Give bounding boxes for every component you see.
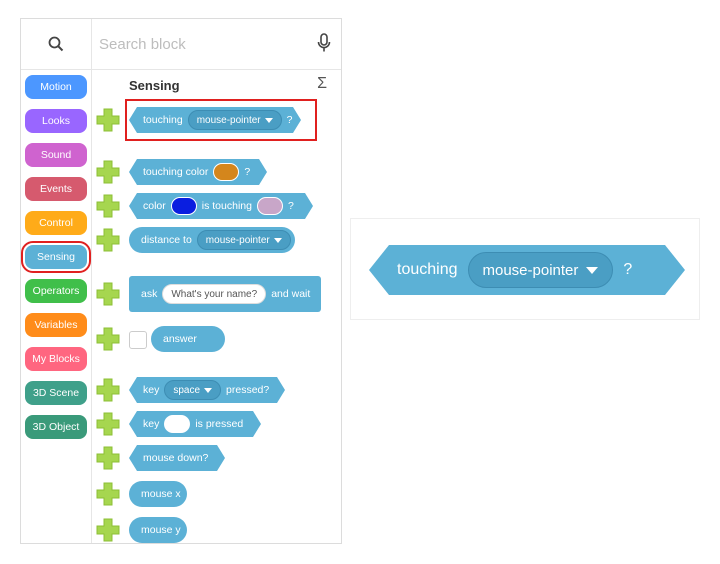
- add-block-icon[interactable]: [95, 193, 121, 219]
- key-input[interactable]: [164, 415, 190, 433]
- block-distance-to[interactable]: distance to mouse-pointer: [129, 227, 295, 253]
- add-block-icon[interactable]: [95, 445, 121, 471]
- category-operators[interactable]: Operators: [25, 279, 87, 303]
- add-block-icon[interactable]: [95, 411, 121, 437]
- answer-checkbox[interactable]: [129, 331, 147, 349]
- key-menu[interactable]: space: [164, 380, 221, 400]
- zoomed-block-view: touching mouse-pointer ?: [350, 218, 700, 320]
- chevron-down-icon: [273, 237, 282, 243]
- block-mouse-y[interactable]: mouse y: [129, 517, 187, 543]
- highlight-box: [125, 99, 317, 141]
- block-text: touching: [143, 114, 183, 126]
- block-touching-color[interactable]: touching color ?: [129, 159, 267, 185]
- color-swatch-1[interactable]: [171, 197, 197, 215]
- search-button[interactable]: [21, 19, 92, 69]
- blocks-area: Sensing Σ touching mouse-pointer ? touch…: [93, 69, 341, 543]
- search-input[interactable]: [99, 31, 299, 57]
- block-text: touching color: [143, 166, 209, 178]
- block-text: mouse x: [141, 488, 181, 500]
- block-text-tail: pressed?: [226, 384, 270, 396]
- block-text-tail: is pressed: [195, 418, 244, 430]
- block-text: ask: [141, 288, 158, 300]
- add-block-icon[interactable]: [95, 107, 121, 133]
- block-text: key: [143, 384, 160, 396]
- block-text: key: [143, 418, 160, 430]
- distance-menu[interactable]: mouse-pointer: [196, 230, 291, 250]
- category-events[interactable]: Events: [25, 177, 87, 201]
- search-row: [21, 19, 341, 70]
- chevron-down-icon: [586, 267, 598, 274]
- zoom-block-text: touching: [397, 261, 458, 278]
- add-block-icon[interactable]: [95, 377, 121, 403]
- zoom-touching-menu: mouse-pointer: [468, 252, 614, 288]
- category-3d-scene[interactable]: 3D Scene: [25, 381, 87, 405]
- block-key-pressed[interactable]: key space pressed?: [129, 377, 285, 403]
- block-mouse-x[interactable]: mouse x: [129, 481, 187, 507]
- zoom-block-question: ?: [623, 261, 633, 278]
- block-question: ?: [286, 114, 293, 126]
- chevron-down-icon: [265, 118, 273, 123]
- category-looks[interactable]: Looks: [25, 109, 87, 133]
- extension-icon[interactable]: Σ: [317, 75, 327, 92]
- section-title: Sensing: [129, 78, 180, 93]
- menu-value: space: [173, 384, 201, 396]
- add-block-icon[interactable]: [95, 326, 121, 352]
- block-text: mouse down?: [143, 452, 209, 464]
- chevron-down-icon: [204, 388, 212, 393]
- block-text-tail: and wait: [271, 288, 311, 300]
- add-block-icon[interactable]: [95, 159, 121, 185]
- category-variables[interactable]: Variables: [25, 313, 87, 337]
- add-block-icon[interactable]: [95, 481, 121, 507]
- touching-menu[interactable]: mouse-pointer: [188, 110, 282, 130]
- search-icon: [48, 36, 64, 52]
- block-color-touching[interactable]: color is touching ?: [129, 193, 313, 219]
- block-palette: Motion Looks Sound Events Control Sensin…: [20, 18, 342, 544]
- block-answer[interactable]: answer: [151, 326, 225, 352]
- category-3d-object[interactable]: 3D Object: [25, 415, 87, 439]
- block-text: mouse y: [141, 524, 181, 536]
- add-block-icon[interactable]: [95, 227, 121, 253]
- block-text: answer: [163, 333, 197, 345]
- category-sound[interactable]: Sound: [25, 143, 87, 167]
- add-block-icon[interactable]: [95, 517, 121, 543]
- block-question: ?: [287, 200, 294, 212]
- zoom-menu-value: mouse-pointer: [482, 261, 579, 279]
- category-sensing[interactable]: Sensing: [21, 241, 91, 273]
- category-motion[interactable]: Motion: [25, 75, 87, 99]
- add-block-icon[interactable]: [95, 281, 121, 307]
- category-list: Motion Looks Sound Events Control Sensin…: [21, 69, 92, 543]
- category-my-blocks[interactable]: My Blocks: [25, 347, 87, 371]
- block-text: distance to: [141, 234, 192, 246]
- menu-value: mouse-pointer: [196, 114, 261, 126]
- ask-input[interactable]: What's your name?: [162, 284, 267, 304]
- color-swatch[interactable]: [213, 163, 239, 181]
- menu-value: mouse-pointer: [205, 234, 270, 246]
- block-touching[interactable]: touching mouse-pointer ?: [129, 107, 301, 133]
- category-control[interactable]: Control: [25, 211, 87, 235]
- block-mouse-down[interactable]: mouse down?: [129, 445, 225, 471]
- block-text: color: [143, 200, 166, 212]
- block-question: ?: [244, 166, 251, 178]
- microphone-icon[interactable]: [317, 33, 331, 53]
- block-ask-and-wait[interactable]: ask What's your name? and wait: [129, 276, 321, 312]
- block-text-mid: is touching: [201, 200, 252, 212]
- block-key-is-pressed[interactable]: key is pressed: [129, 411, 261, 437]
- color-swatch-2[interactable]: [257, 197, 283, 215]
- zoomed-touching-block: touching mouse-pointer ?: [369, 245, 685, 295]
